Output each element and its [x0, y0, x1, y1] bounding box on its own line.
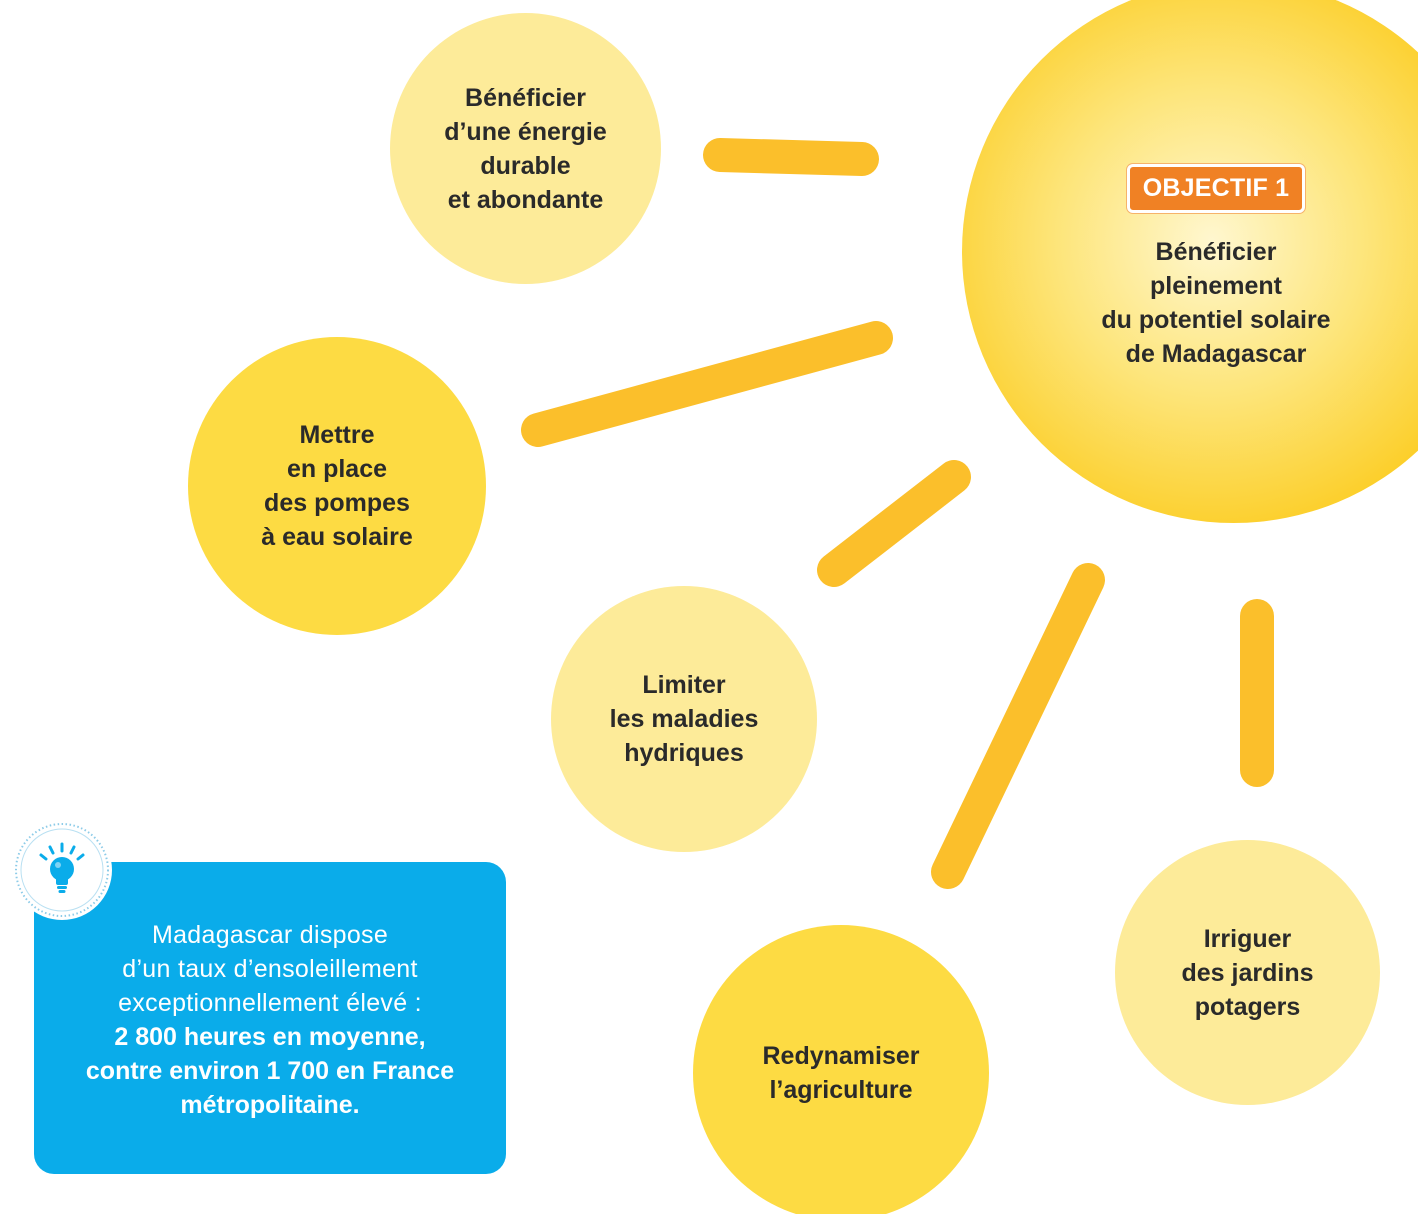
bubble-gardens: Irriguer des jardins potagers	[1115, 840, 1380, 1105]
bubble-diseases: Limiter les maladies hydriques	[551, 586, 817, 852]
bubble-agriculture-text: Redynamiser l’agriculture	[762, 1042, 920, 1104]
info-text: Madagascar dispose d’un taux d’ensoleill…	[34, 918, 506, 1122]
lightbulb-icon	[12, 820, 112, 920]
ray-diseases	[817, 460, 971, 587]
info-text-bold: 2 800 heures en moyenne, contre environ …	[85, 1023, 455, 1119]
bubble-agriculture: Redynamiser l’agriculture	[693, 925, 989, 1214]
bubble-gardens-text: Irriguer des jardins potagers	[1181, 924, 1314, 1021]
bubble-energy-text: Bénéficier d’une énergie durable et abon…	[444, 83, 607, 214]
sun-circle	[962, 0, 1418, 523]
bubble-pumps-text: Mettre en place des pompes à eau solaire	[261, 421, 413, 551]
info-text-light: Madagascar dispose d’un taux d’ensoleill…	[118, 921, 422, 1017]
info-box	[34, 862, 506, 1174]
objective-badge: OBJECTIF 1	[1126, 164, 1306, 213]
objective-block: OBJECTIF 1 Bénéficier pleinement du pote…	[1076, 164, 1356, 371]
ray-agriculture	[931, 563, 1105, 889]
objective-text: Bénéficier pleinement du potentiel solai…	[1101, 238, 1331, 368]
ray-pumps	[521, 321, 893, 447]
bubble-energy: Bénéficier d’une énergie durable et abon…	[390, 13, 661, 284]
bubble-diseases-text: Limiter les maladies hydriques	[609, 671, 759, 767]
ray-energy	[703, 138, 879, 176]
bubble-pumps: Mettre en place des pompes à eau solaire	[188, 337, 486, 635]
